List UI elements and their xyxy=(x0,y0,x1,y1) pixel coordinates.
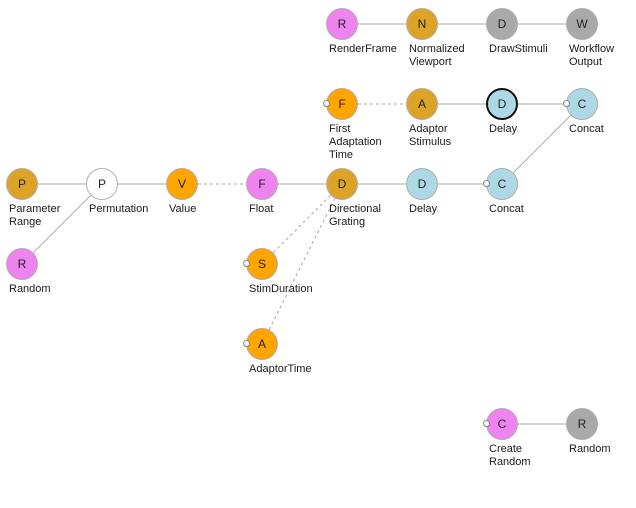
node-label-concat-top: Concat xyxy=(569,123,604,135)
node-float[interactable]: F xyxy=(246,168,278,200)
node-adaptor-stimulus[interactable]: A xyxy=(406,88,438,120)
node-letter: F xyxy=(338,97,346,111)
node-first-adaptation-time[interactable]: F xyxy=(326,88,358,120)
node-label-float: Float xyxy=(249,203,274,215)
node-label-delay-top: Delay xyxy=(489,123,518,135)
node-label-adaptortime: AdaptorTime xyxy=(249,363,312,375)
node-label-permutation: Permutation xyxy=(89,203,149,215)
edge-concat-mid-to-concat-top xyxy=(512,114,572,174)
node-workflow-output[interactable]: W xyxy=(566,8,598,40)
node-label-directional-grating: Directional Grating xyxy=(329,203,381,228)
node-random-right[interactable]: R xyxy=(566,408,598,440)
node-letter: D xyxy=(497,97,507,111)
node-letter: S xyxy=(257,257,266,271)
node-letter: F xyxy=(258,177,266,191)
node-letter: C xyxy=(577,97,587,111)
node-concat-mid[interactable]: C xyxy=(486,168,518,200)
node-letter: W xyxy=(576,17,588,31)
node-label-adaptor-stimulus: Adaptor Stimulus xyxy=(409,123,452,148)
input-port-concat-mid[interactable] xyxy=(483,180,490,187)
node-concat-top[interactable]: C xyxy=(566,88,598,120)
node-letter: R xyxy=(337,17,347,31)
node-parameter-range[interactable]: P xyxy=(6,168,38,200)
input-port-first-adaptation-time[interactable] xyxy=(323,100,330,107)
node-create-random[interactable]: C xyxy=(486,408,518,440)
node-renderframe[interactable]: R xyxy=(326,8,358,40)
node-label-workflow-output: Workflow Output xyxy=(569,43,615,68)
node-letter: C xyxy=(497,177,507,191)
node-letter: N xyxy=(417,17,427,31)
node-delay-top[interactable]: D xyxy=(486,88,518,120)
node-label-create-random: Create Random xyxy=(489,443,531,468)
node-normalized-viewport[interactable]: N xyxy=(406,8,438,40)
input-port-adaptortime[interactable] xyxy=(243,340,250,347)
node-random-left[interactable]: R xyxy=(6,248,38,280)
node-label-stimduration: StimDuration xyxy=(249,283,313,295)
node-label-random-right: Random xyxy=(569,443,611,455)
node-letter: D xyxy=(417,177,427,191)
node-label-concat-mid: Concat xyxy=(489,203,524,215)
node-label-value: Value xyxy=(169,203,197,215)
edge-random-left-to-permutation xyxy=(32,194,92,254)
node-label-parameter-range: Parameter Range xyxy=(9,203,61,228)
node-label-normalized-viewport: Normalized Viewport xyxy=(409,43,465,68)
node-label-first-adaptation-time: First Adaptation Time xyxy=(329,123,382,161)
node-letter: D xyxy=(497,17,507,31)
node-letter: V xyxy=(177,177,186,191)
node-letter: A xyxy=(257,337,266,351)
node-permutation[interactable]: P xyxy=(86,168,118,200)
node-stimduration[interactable]: S xyxy=(246,248,278,280)
input-port-stimduration[interactable] xyxy=(243,260,250,267)
node-value[interactable]: V xyxy=(166,168,198,200)
node-letter: P xyxy=(17,177,26,191)
edge-stimduration-to-directional-grating xyxy=(272,194,332,254)
node-label-drawstimuli: DrawStimuli xyxy=(489,43,548,55)
edge-adaptortime-to-directional-grating xyxy=(268,198,336,330)
node-directional-grating[interactable]: D xyxy=(326,168,358,200)
node-letter: R xyxy=(577,417,587,431)
node-adaptortime[interactable]: A xyxy=(246,328,278,360)
node-letter: C xyxy=(497,417,507,431)
node-label-renderframe: RenderFrame xyxy=(329,43,397,55)
node-label-delay-mid: Delay xyxy=(409,203,438,215)
node-letter: D xyxy=(337,177,347,191)
node-letter: P xyxy=(97,177,106,191)
node-letter: A xyxy=(417,97,426,111)
node-drawstimuli[interactable]: D xyxy=(486,8,518,40)
node-letter: R xyxy=(17,257,27,271)
node-delay-mid[interactable]: D xyxy=(406,168,438,200)
input-port-concat-top[interactable] xyxy=(563,100,570,107)
node-label-random-left: Random xyxy=(9,283,51,295)
input-port-create-random[interactable] xyxy=(483,420,490,427)
